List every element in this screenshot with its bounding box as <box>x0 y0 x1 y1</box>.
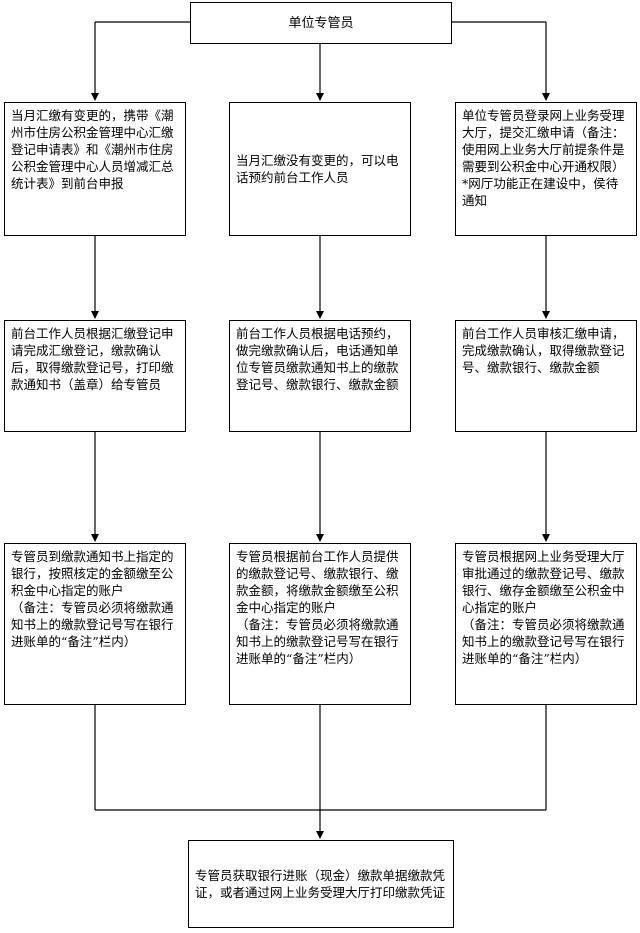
col2-step1-box: 当月汇缴没有变更的，可以电话预约前台工作人员 <box>229 102 411 236</box>
col3-step3-text: 专管员根据网上业务受理大厅审批通过的缴款登记号、缴款银行、缴存金额缴至公积金中心… <box>462 549 625 615</box>
col1-step2-text: 前台工作人员根据汇缴登记申请完成汇缴登记，缴款确认后，取得缴款登记号，打印缴款通… <box>11 326 174 392</box>
col3-step3-note: （备注：专管员必须将缴款通知书上的缴款登记号写在银行进账单的“备注”栏内） <box>462 617 625 666</box>
col3-step1-text: 单位专管员登录网上业务受理大厅，提交汇缴申请（备注：使用网上业务大厅前提条件是需… <box>462 108 625 174</box>
col1-step3-note: （备注：专管员必须将缴款通知书上的缴款登记号写在银行进账单的“备注”栏内） <box>11 600 174 649</box>
col3-step3-box: 专管员根据网上业务受理大厅审批通过的缴款登记号、缴款银行、缴存金额缴至公积金中心… <box>455 543 637 705</box>
col2-step3-box: 专管员根据前台工作人员提供的缴款登记号、缴款银行、缴款金额，将缴款金额缴至公积金… <box>229 543 411 705</box>
col1-step3-text: 专管员到缴款通知书上指定的银行，按照核定的金额缴至公积金中心指定的账户 <box>11 549 174 598</box>
final-step-text: 专管员获取银行进账（现金）缴款单据缴款凭证，或者通过网上业务受理大厅打印缴款凭证 <box>195 868 446 900</box>
col2-step2-text: 前台工作人员根据电话预约，做完缴款确认后，电话通知单位专管员缴款通知书上的缴款登… <box>236 326 399 392</box>
col3-step1-box: 单位专管员登录网上业务受理大厅，提交汇缴申请（备注：使用网上业务大厅前提条件是需… <box>455 102 637 236</box>
col1-step2-box: 前台工作人员根据汇缴登记申请完成汇缴登记，缴款确认后，取得缴款登记号，打印缴款通… <box>4 320 186 432</box>
unit-manager-label: 单位专管员 <box>288 15 354 31</box>
col1-step3-box: 专管员到缴款通知书上指定的银行，按照核定的金额缴至公积金中心指定的账户 （备注：… <box>4 543 186 705</box>
col1-step1-box: 当月汇缴有变更的，携带《潮州市住房公积金管理中心汇缴登记申请表》和《潮州市住房公… <box>4 102 186 236</box>
final-step-box: 专管员获取银行进账（现金）缴款单据缴款凭证，或者通过网上业务受理大厅打印缴款凭证 <box>188 840 454 928</box>
col2-step3-text: 专管员根据前台工作人员提供的缴款登记号、缴款银行、缴款金额，将缴款金额缴至公积金… <box>236 549 399 615</box>
unit-manager-box: 单位专管员 <box>190 2 452 44</box>
col1-step1-text: 当月汇缴有变更的，携带《潮州市住房公积金管理中心汇缴登记申请表》和《潮州市住房公… <box>11 108 174 191</box>
col3-step1-note: *网厅功能正在建设中，侯待通知 <box>462 176 619 208</box>
col3-step2-text: 前台工作人员审核汇缴申请，完成缴款确认，取得缴款登记号、缴款银行、缴款金额 <box>462 326 625 375</box>
col2-step3-note: （备注：专管员必须将缴款通知书上的缴款登记号写在银行进账单的“备注”栏内） <box>236 617 399 666</box>
col3-step2-box: 前台工作人员审核汇缴申请，完成缴款确认，取得缴款登记号、缴款银行、缴款金额 <box>455 320 637 432</box>
col2-step1-text: 当月汇缴没有变更的，可以电话预约前台工作人员 <box>236 153 399 185</box>
col2-step2-box: 前台工作人员根据电话预约，做完缴款确认后，电话通知单位专管员缴款通知书上的缴款登… <box>229 320 411 432</box>
